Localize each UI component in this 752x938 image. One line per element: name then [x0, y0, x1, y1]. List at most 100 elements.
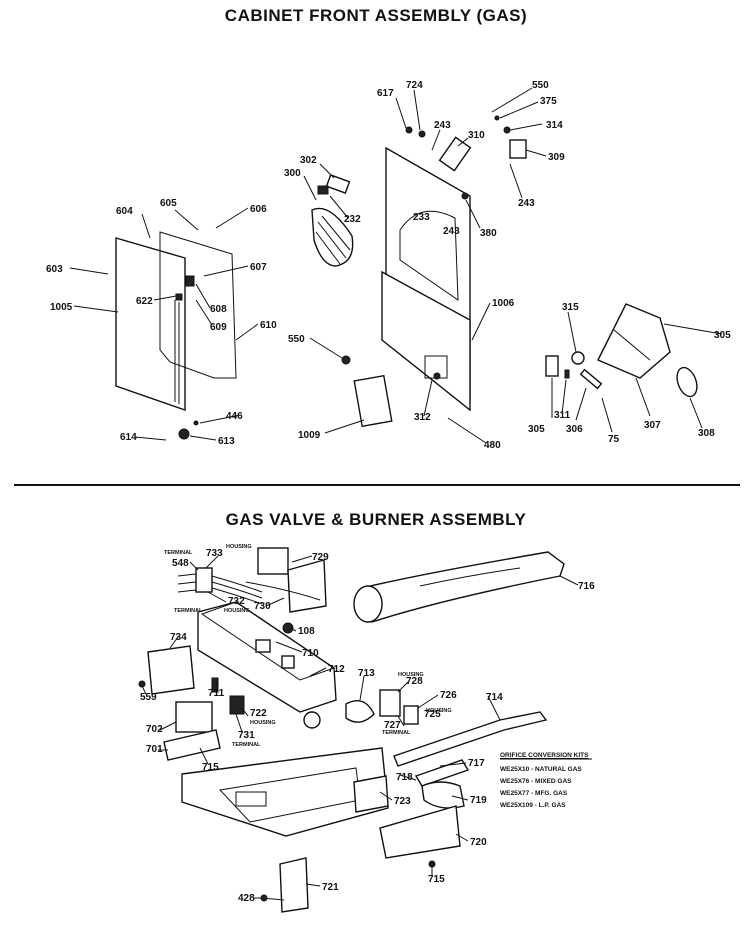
callout: 731 — [238, 730, 255, 741]
callout: 718 — [396, 772, 413, 783]
part-722 — [229, 695, 245, 715]
part-302 — [325, 174, 351, 194]
callout: 306 — [566, 424, 583, 435]
coil-729 — [245, 547, 327, 613]
callout: 729 — [312, 552, 329, 563]
part-306 — [579, 368, 603, 390]
callout: 720 — [470, 837, 487, 848]
label-housing: HOUSING — [224, 608, 250, 614]
ignitor-725 — [345, 689, 419, 725]
callout: 311 — [554, 410, 571, 421]
small-labels: TERMINAL HOUSING TERMINAL HOUSING HOUSIN… — [164, 544, 452, 748]
part-622 — [175, 293, 183, 301]
label-housing: HOUSING — [398, 672, 424, 678]
callout: 308 — [698, 428, 715, 439]
part-613 — [178, 428, 190, 440]
callout: 614 — [120, 432, 137, 443]
callout: 550 — [288, 334, 305, 345]
label-terminal: TERMINAL — [232, 742, 261, 748]
part-380 — [461, 192, 469, 200]
callout: 309 — [548, 152, 565, 163]
orifice-kit-row: WE25X10 - NATURAL GAS — [500, 766, 582, 773]
label-housing: HOUSING — [250, 720, 276, 726]
part-315 — [571, 351, 585, 365]
part-1009 — [353, 374, 393, 428]
callout: 243 — [434, 120, 451, 131]
callout: 716 — [578, 581, 595, 592]
callout: 312 — [414, 412, 431, 423]
callout: 606 — [250, 204, 267, 215]
leader-lines-top — [69, 87, 723, 444]
callout: 730 — [254, 601, 271, 612]
callout: 243 — [443, 226, 460, 237]
part-305 — [545, 355, 559, 377]
callout: 310 — [468, 130, 485, 141]
callout: 605 — [160, 198, 177, 209]
orifice-kit-row: WE25X109 - L.P. GAS — [500, 802, 566, 809]
callout: 300 — [284, 168, 301, 179]
module-734 — [147, 645, 195, 695]
light-assembly-307 — [597, 303, 671, 379]
sensor-702 — [175, 701, 213, 733]
center-panel-1006 — [381, 146, 471, 412]
orifice-kit-row: WE25X76 - MIXED GAS — [500, 778, 572, 785]
part-232 — [317, 185, 329, 195]
section-title-cabinet-front: CABINET FRONT ASSEMBLY (GAS) — [224, 6, 528, 25]
part-724 — [418, 130, 426, 138]
section-title-gas-valve-burner: GAS VALVE & BURNER ASSEMBLY — [225, 510, 527, 529]
callout: 725 — [424, 709, 441, 720]
callout: 710 — [302, 648, 319, 659]
callout: 717 — [468, 758, 485, 769]
callout: 315 — [562, 302, 579, 313]
callout: 734 — [170, 632, 187, 643]
callout: 446 — [226, 411, 243, 422]
callout: 715 — [202, 762, 219, 773]
callout: 75 — [608, 434, 620, 445]
front-panel-1005 — [115, 237, 186, 411]
part-309 — [509, 139, 527, 159]
part-375 — [494, 115, 500, 121]
wire-harness-733 — [177, 567, 263, 605]
part-711 — [211, 677, 219, 693]
callout: 722 — [250, 708, 267, 719]
label-housing: HOUSING — [226, 544, 252, 550]
bracket-701 — [163, 729, 221, 761]
callout: 715 — [428, 874, 445, 885]
callout: 610 — [260, 320, 277, 331]
part-446 — [193, 420, 199, 426]
callout: 108 — [298, 626, 315, 637]
part-308 — [676, 366, 698, 398]
callout: 375 — [540, 96, 557, 107]
orifice-kit-row: WE25X77 - MFG. GAS — [500, 790, 568, 797]
burner-tube-716 — [353, 551, 565, 623]
label-terminal: TERMINAL — [382, 730, 411, 736]
part-310 — [438, 136, 472, 172]
callout: 480 — [484, 440, 501, 451]
callout: 428 — [238, 893, 255, 904]
orifice-kits-table: ORIFICE CONVERSION KITS WE25X10 - NATURA… — [500, 752, 592, 809]
callout: 1009 — [298, 430, 321, 441]
callout: 305 — [528, 424, 545, 435]
callout: 702 — [146, 724, 163, 735]
part-608 — [185, 275, 195, 287]
callout: 243 — [518, 198, 535, 209]
callout: 712 — [328, 664, 345, 675]
callout: 305 — [714, 330, 731, 341]
callout: 714 — [486, 692, 503, 703]
callout: 607 — [250, 262, 267, 273]
lint-filter-300 — [311, 207, 354, 267]
callout: 603 — [46, 264, 63, 275]
callout: 728 — [406, 676, 423, 687]
orifice-kits-heading: ORIFICE CONVERSION KITS — [500, 752, 589, 759]
callout: 724 — [406, 80, 423, 91]
label-terminal: TERMINAL — [174, 608, 203, 614]
callout: 1005 — [50, 302, 73, 313]
callout: 622 — [136, 296, 153, 307]
callout: 608 — [210, 304, 227, 315]
part-550 — [341, 355, 351, 365]
callout: 732 — [228, 596, 245, 607]
callout: 604 — [116, 206, 133, 217]
callout: 1006 — [492, 298, 515, 309]
gasket-610 — [159, 231, 237, 379]
